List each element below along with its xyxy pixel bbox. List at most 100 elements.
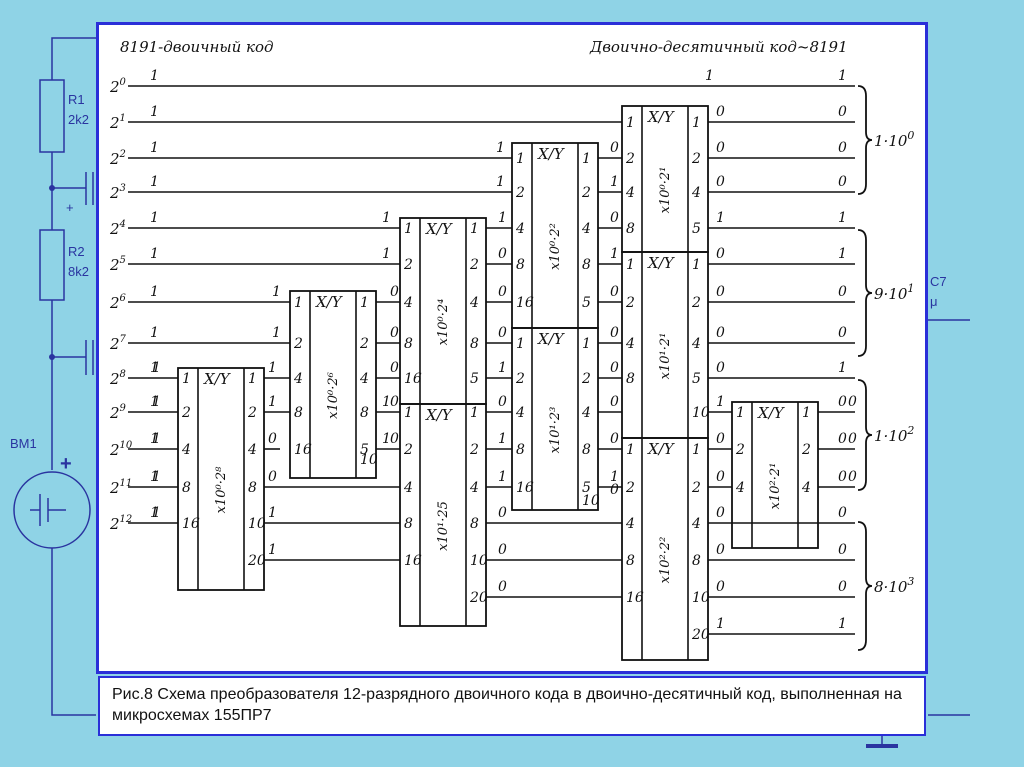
chip-header: X/Y [757,404,786,422]
chip-input-pin: 1 [516,336,525,352]
chip-output-value: 0 [848,394,857,410]
chip-output-value: 0 [716,469,725,485]
bcd-output-value: 0 [838,140,847,156]
bcd-output-value: 0 [838,325,847,341]
r1-value: 2k2 [68,112,89,127]
chip-input-pin: 8 [182,480,191,496]
chip-output-pin: 2 [581,185,591,201]
chip-input-pin: 16 [404,553,422,569]
cap-name: C7 [930,274,947,289]
chip-output-pin: 4 [691,336,701,352]
chip-input-pin: 4 [403,295,413,311]
chip-output-pin: 2 [691,295,701,311]
bcd-output-value: 0 [838,579,847,595]
chip-output-value: 0 [498,246,507,262]
chip-input-pin: 4 [735,480,745,496]
chip-output-pin: 8 [582,257,591,273]
input-value: 1 [150,360,159,376]
input-value: 1 [150,104,159,120]
chip-input-pin: 8 [516,442,525,458]
chip-input-pin: 16 [516,295,534,311]
chip-output-value: 0 [716,431,725,447]
chip-header: X/Y [647,254,676,272]
input-value: 1 [150,431,159,447]
chip-input-pin: 8 [294,405,303,421]
chip-input-pin: 2 [293,336,303,352]
chip-output-value: 0 [610,284,619,300]
chip-header: X/Y [315,293,344,311]
chip-output-pin: 10 [692,590,710,606]
chip-header: X/Y [203,370,232,388]
digit-group-label: 8·103 [874,575,914,596]
chip-output-pin: 10 [360,452,378,468]
chip-input-pin: 16 [404,371,422,387]
chip-input-pin: 2 [403,257,413,273]
chip-output-pin: 4 [691,185,701,201]
bcd-output-value: 0 [838,284,847,300]
chip-output-pin: 4 [581,405,591,421]
chip-output-value: 0 [498,325,507,341]
chip-output-value: 1 [498,431,507,447]
digit-group-label: 9·101 [874,282,914,303]
chip-output-value: 0 [610,210,619,226]
chip-multiplier-label: x10⁰·2⁴ [436,299,451,346]
input-label-2-pow-8: 28 [109,369,126,388]
chip-output-pin: 1 [470,221,479,237]
chip-c4b [511,327,599,511]
chip-output-pin: 8 [692,553,701,569]
chip-input-pin: 2 [625,480,635,496]
chip-output-pin: 8 [470,516,479,532]
chip-output-pin: 2 [469,442,479,458]
chip-output-pin: 8 [470,336,479,352]
chip-input-value: 1 [496,174,505,190]
chip-output-value: 0 [610,325,619,341]
chip-output-value: 1 [610,469,619,485]
chip-output-value: 0 [390,360,399,376]
chip-output-value: 1 [716,616,725,632]
chip-output-value: 0 [716,174,725,190]
chip-input-pin: 8 [626,371,635,387]
right-title: Двоично-десятичный код~8191 [589,38,848,56]
chip-input-pin: 2 [181,405,191,421]
chip-input-pin: 2 [515,371,525,387]
chip-input-pin: 1 [626,442,635,458]
chip-output-pin: 1 [470,405,479,421]
cap-value: μ [930,294,938,309]
chip-input-value: 1 [152,469,161,485]
chip-output-pin: 8 [248,480,257,496]
digit-group-label: 1·102 [874,424,914,445]
chip-output-pin: 2 [691,151,701,167]
chip-output-value: 0 [268,469,277,485]
chip-output-value: 0 [390,394,399,410]
chip-input-pin: 1 [182,371,191,387]
digit-group-brace [857,379,873,491]
chip-input-pin: 8 [404,336,413,352]
chip-output-value: 1 [610,246,619,262]
chip-output-pin: 10 [582,493,600,509]
chip-output-pin: 8 [582,442,591,458]
bcd-output-value: 0 [838,174,847,190]
chip-output-pin: 4 [469,480,479,496]
chip-multiplier-label: x10⁰·2² [548,223,563,270]
chip-output-pin: 4 [359,371,369,387]
chip-input-pin: 16 [182,516,200,532]
chip-output-value: 0 [716,505,725,521]
input-label-2-pow-7: 27 [109,334,127,353]
chip-multiplier-label: x10¹·2³ [548,407,563,454]
r1-name: R1 [68,92,85,107]
chip-output-value: 0 [716,579,725,595]
chip-output-value: 0 [716,284,725,300]
bcd-output-value: 0 [838,469,847,485]
chip-output-value: 1 [498,469,507,485]
chip-output-pin: 2 [469,257,479,273]
input-label-2-pow-10: 210 [109,440,133,459]
chip-output-value: 1 [716,394,725,410]
chip-output-pin: 2 [581,371,591,387]
input-label-2-pow-4: 24 [109,219,126,238]
chip-input-pin: 16 [294,442,312,458]
chip-input-value: 1 [152,394,161,410]
chip-output-value: 0 [610,431,619,447]
digit-group-brace [857,521,873,651]
chip-output-pin: 20 [469,590,488,606]
chip-output-pin: 4 [801,480,811,496]
